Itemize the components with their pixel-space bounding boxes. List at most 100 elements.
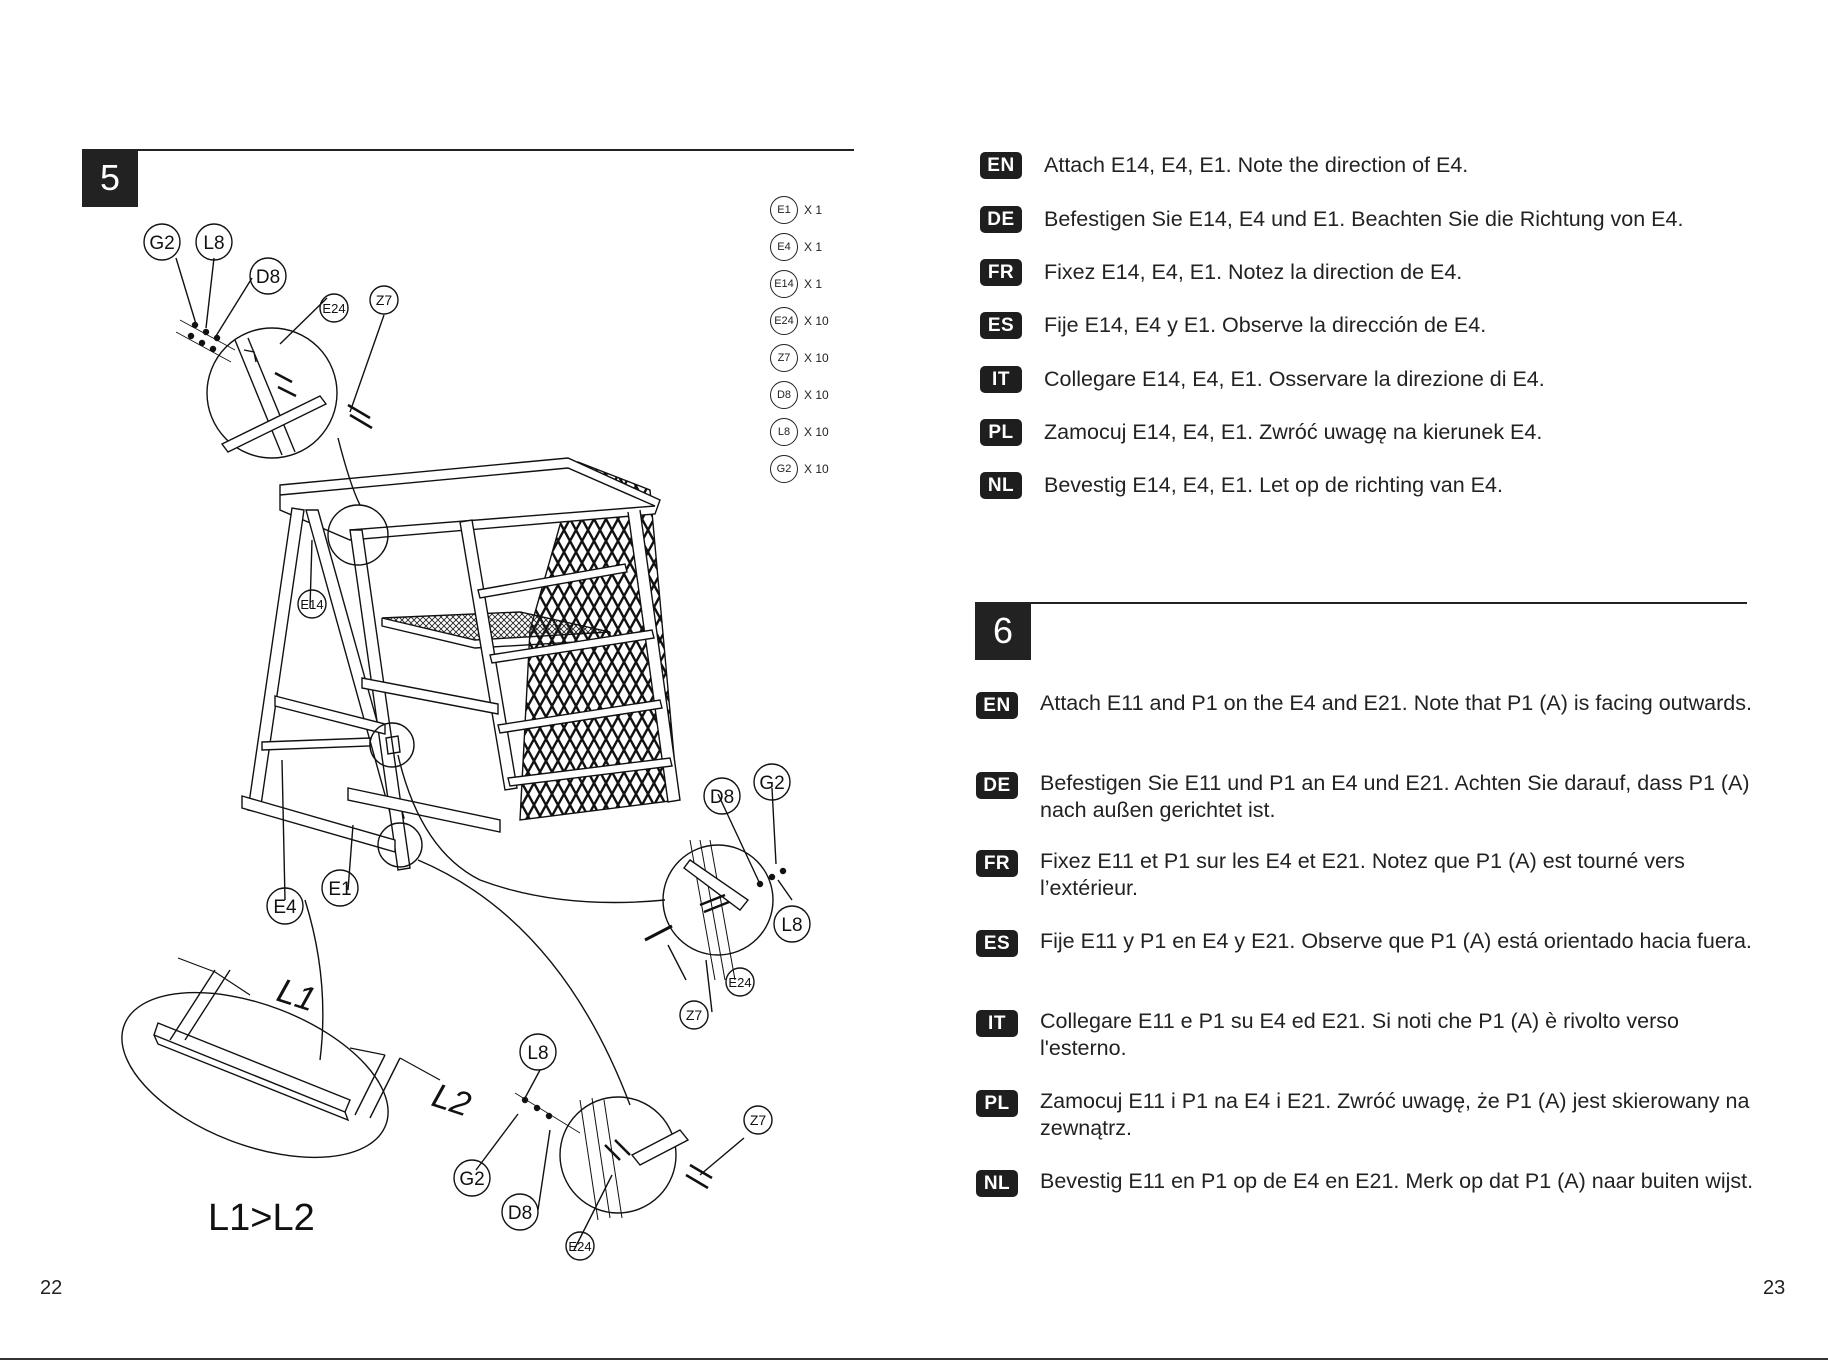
instruction-text: Collegare E11 e P1 su E4 ed E21. Si noti…	[1040, 1009, 1679, 1060]
lang-badge-pl: PL	[980, 419, 1022, 446]
callout-e1: E1	[328, 879, 351, 900]
part-code-circle: E14	[770, 270, 798, 298]
lang-badge-de: DE	[980, 206, 1022, 233]
instruction-es: ES Fije E11 y P1 en E4 y E21. Observe que…	[976, 928, 1776, 957]
step-5-header: 5	[82, 149, 854, 207]
callout-g2-bottom: G2	[459, 1169, 484, 1190]
part-code-circle: Z7	[770, 344, 798, 372]
callout-z7-right: Z7	[686, 1007, 703, 1023]
part-code-circle: E1	[770, 196, 798, 224]
rail-e4	[153, 1022, 351, 1113]
lang-badge-de: DE	[976, 772, 1018, 799]
dimension-rule: L1>L2	[208, 1197, 315, 1239]
part-qty: X 10	[804, 314, 829, 328]
page-number-right: 23	[1763, 1277, 1786, 1299]
a-frame-leg	[459, 519, 518, 791]
part-code-circle: D8	[770, 381, 798, 409]
instruction-text: Bevestig E11 en P1 op de E4 en E21. Merk…	[1040, 1169, 1754, 1193]
part-qty: X 10	[804, 425, 829, 439]
instruction-text: Fixez E11 et P1 sur les E4 et E21. Notez…	[1040, 849, 1685, 900]
instruction-text: Befestigen Sie E14, E4 und E1. Beachten …	[1044, 207, 1684, 231]
instruction-text: Fije E14, E4 y E1. Observe la dirección …	[1044, 313, 1487, 337]
instruction-text: Zamocuj E11 i P1 na E4 i E21. Zwróć uwag…	[1040, 1089, 1750, 1140]
lang-badge-nl: NL	[980, 472, 1022, 499]
instruction-de: DE Befestigen Sie E11 und P1 an E4 und E2…	[976, 770, 1776, 824]
part-qty: X 10	[804, 388, 829, 402]
part-row: E24 X 10	[770, 307, 829, 335]
callout-g2: G2	[149, 233, 174, 254]
lang-badge-pl: PL	[976, 1090, 1018, 1117]
part-row: D8 X 10	[770, 381, 829, 409]
lang-badge-it: IT	[976, 1010, 1018, 1037]
instruction-text: Fije E11 y P1 en E4 y E21. Observe que P…	[1040, 929, 1752, 953]
callout-d8-bottom: D8	[508, 1203, 532, 1224]
lower-rail	[274, 695, 386, 735]
part-row: Z7 X 10	[770, 344, 829, 372]
callout-e24-right: E24	[728, 975, 751, 990]
callout-l8-bottom: L8	[527, 1043, 548, 1064]
lang-badge-en: EN	[980, 152, 1022, 179]
callout-e24-bottom: E24	[568, 1239, 591, 1254]
page-bottom-rule	[0, 1358, 1828, 1360]
callout-e14: E14	[300, 597, 323, 612]
part-qty: X 10	[804, 462, 829, 476]
top-frame	[279, 457, 661, 541]
callout-e4: E4	[273, 897, 297, 918]
part-qty: X 1	[804, 240, 823, 254]
step-6-rule	[1031, 602, 1747, 604]
callout-l8: L8	[203, 233, 224, 254]
instruction-es: ES Fije E14, E4 y E1. Observe la direcció…	[980, 312, 1486, 339]
lang-badge-it: IT	[980, 366, 1022, 393]
part-code-circle: E4	[770, 233, 798, 261]
step-5-assembly-diagram: G2 L8 D8 E24 Z7 E14 E4 E1 D8 G2 L8 E24 Z…	[121, 223, 811, 1261]
instruction-text: Attach E14, E4, E1. Note the direction o…	[1044, 153, 1469, 177]
instruction-text: Zamocuj E14, E4, E1. Zwróć uwagę na kier…	[1044, 420, 1543, 444]
part-code-circle: G2	[770, 455, 798, 483]
callout-e24: E24	[322, 301, 345, 316]
step-6-header: 6	[975, 602, 1747, 660]
instruction-en: EN Attach E14, E4, E1. Note the direction…	[980, 152, 1468, 179]
lang-badge-fr: FR	[980, 259, 1022, 286]
step-5-rule	[138, 149, 854, 151]
a-frame-leg	[247, 507, 305, 813]
part-qty: X 10	[804, 351, 829, 365]
dimension-l1: L1	[273, 971, 321, 1019]
part-qty: X 1	[804, 277, 823, 291]
part-row: E14 X 1	[770, 270, 822, 298]
step-5-number: 5	[82, 149, 138, 207]
lang-badge-fr: FR	[976, 850, 1018, 877]
instruction-fr: FR Fixez E11 et P1 sur les E4 et E21. Not…	[976, 848, 1776, 902]
callout-l8-right: L8	[781, 915, 802, 936]
a-frame-leg	[349, 529, 411, 871]
instruction-it: IT Collegare E11 e P1 su E4 ed E21. Si no…	[976, 1008, 1776, 1062]
ladder-rung	[497, 699, 663, 734]
lang-badge-en: EN	[976, 692, 1018, 719]
page-number-left: 22	[40, 1277, 63, 1299]
part-row: E4 X 1	[770, 233, 822, 261]
part-code-circle: L8	[770, 418, 798, 446]
instruction-en: EN Attach E11 and P1 on the E4 and E21. N…	[976, 690, 1776, 719]
instruction-text: Befestigen Sie E11 und P1 an E4 und E21.…	[1040, 771, 1750, 822]
ladder-rung	[477, 563, 628, 599]
instruction-nl: NL Bevestig E11 en P1 op de E4 en E21. Me…	[976, 1168, 1776, 1197]
part-code-circle: E24	[770, 307, 798, 335]
instruction-text: Fixez E14, E4, E1. Notez la direction de…	[1044, 260, 1463, 284]
lang-badge-es: ES	[980, 312, 1022, 339]
callout-z7-bottom: Z7	[750, 1112, 767, 1128]
callout-g2-right: G2	[759, 773, 784, 794]
instruction-text: Attach E11 and P1 on the E4 and E21. Not…	[1040, 691, 1752, 715]
step-6-number: 6	[975, 602, 1031, 660]
callout-d8-right: D8	[710, 787, 734, 808]
instruction-fr: FR Fixez E14, E4, E1. Notez la direction …	[980, 259, 1462, 286]
part-row: E1 X 1	[770, 196, 822, 224]
dimension-l2: L2	[428, 1076, 476, 1124]
instruction-pl: PL Zamocuj E14, E4, E1. Zwróć uwagę na ki…	[980, 419, 1542, 446]
part-qty: X 1	[804, 203, 823, 217]
lang-badge-es: ES	[976, 930, 1018, 957]
instruction-pl: PL Zamocuj E11 i P1 na E4 i E21. Zwróć uw…	[976, 1088, 1776, 1142]
ladder-rung	[489, 629, 655, 664]
base-rail-e1	[241, 795, 396, 853]
callout-d8: D8	[256, 267, 280, 288]
lower-rail	[261, 737, 371, 751]
lang-badge-nl: NL	[976, 1170, 1018, 1197]
